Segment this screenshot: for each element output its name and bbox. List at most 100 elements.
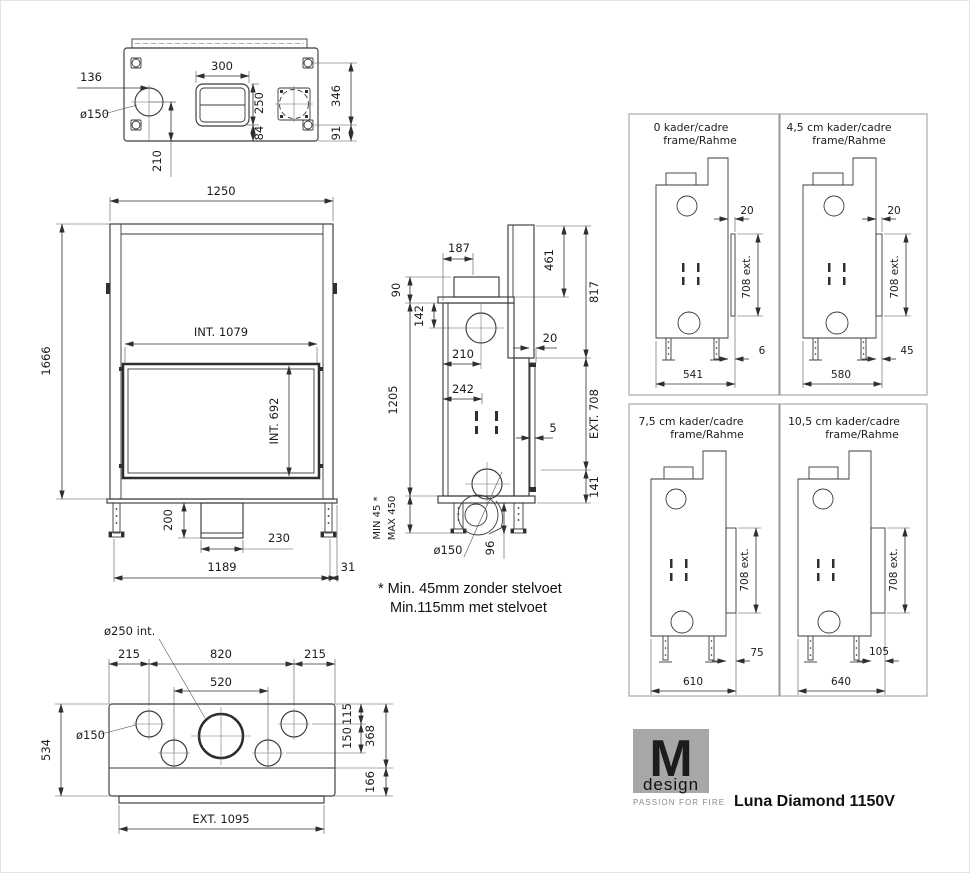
dim-label: 150 xyxy=(340,727,354,749)
dim-label: 1250 xyxy=(206,184,235,198)
frame-options-grid: 0 kader/cadre frame/Rahme 20 708 ext. 6 xyxy=(628,113,928,697)
fan-scroll xyxy=(457,494,504,536)
frame-option-0: 0 kader/cadre frame/Rahme 20 708 ext. 6 xyxy=(654,121,766,388)
dim-label: 187 xyxy=(448,241,470,255)
dim-label: ø150 xyxy=(434,543,463,557)
brand-footer: M design PASSION FOR FIRE Luna Diamond 1… xyxy=(633,729,895,810)
dim-label: 20 xyxy=(543,331,558,345)
dim-label: 84 xyxy=(252,126,266,141)
panel-title: frame/Rahme xyxy=(663,134,737,147)
frame-strip xyxy=(725,527,737,614)
logo-letter: M xyxy=(649,730,692,788)
note-line-1: * Min. 45mm zonder stelvoet xyxy=(378,581,562,597)
flue-hole-top xyxy=(131,85,176,141)
stelvoet-note: * Min. 45mm zonder stelvoet Min.115mm me… xyxy=(378,581,562,616)
bottom-duct xyxy=(200,502,244,539)
dim-label: 610 xyxy=(683,676,703,688)
dim-label: 817 xyxy=(587,281,601,303)
dim-label: 820 xyxy=(210,647,232,661)
glass-strip xyxy=(529,362,536,492)
dim-label: 461 xyxy=(542,249,556,271)
dim-label: 708 ext. xyxy=(889,255,901,298)
side-view: 187 90 142 210 242 1205 MIN 45 * MAX 450… xyxy=(372,224,601,559)
dim-label: MIN 45 * xyxy=(372,496,383,539)
dim-label: 1189 xyxy=(207,560,236,574)
center-flue-hole xyxy=(191,707,251,765)
dim-label: MAX 450 xyxy=(387,496,398,541)
dim-label: 541 xyxy=(683,369,703,381)
dim-label: 5 xyxy=(549,421,556,435)
front-view: 1250 1666 INT. 1079 INT. 692 200 230 118… xyxy=(39,184,355,582)
dim-label: 368 xyxy=(363,725,377,747)
flue-circle-upper xyxy=(459,304,504,369)
dim-label: 708 ext. xyxy=(739,548,751,591)
dim-label: 96 xyxy=(483,541,497,556)
dim-label: 75 xyxy=(750,647,763,659)
dim-label: EXT. 708 xyxy=(587,389,601,439)
frame-strip xyxy=(730,233,736,317)
bottom-view: ø250 int. 215 820 215 520 ø150 534 115 1… xyxy=(39,624,393,834)
dim-label: 91 xyxy=(329,126,343,141)
dim-label: 141 xyxy=(587,476,601,498)
dim-label: 230 xyxy=(268,531,290,545)
dim-label: 215 xyxy=(304,647,326,661)
flue-circle-lower xyxy=(465,462,510,506)
dim-label: 1205 xyxy=(386,385,400,414)
frame-strip xyxy=(870,527,886,614)
dim-label: 20 xyxy=(740,205,753,217)
dim-label: ø150 xyxy=(76,728,105,742)
dim-label: 346 xyxy=(329,85,343,107)
panel-title: 10,5 cm kader/cadre xyxy=(788,415,900,428)
dim-label: INT. 1079 xyxy=(194,325,248,339)
panel-title: frame/Rahme xyxy=(812,134,886,147)
dim-label: 210 xyxy=(452,347,474,361)
convection-duct-top xyxy=(195,83,250,127)
logo-word: design xyxy=(643,775,699,794)
dim-label: 6 xyxy=(759,345,766,357)
dim-label: 136 xyxy=(80,70,102,84)
dim-label: 708 ext. xyxy=(741,255,753,298)
dim-label: 1666 xyxy=(39,346,53,375)
dim-label: 45 xyxy=(900,345,913,357)
dim-label: 142 xyxy=(412,305,426,327)
dim-label: 31 xyxy=(341,560,356,574)
dim-label: EXT. 1095 xyxy=(192,812,249,826)
dim-label: ø150 xyxy=(80,107,109,121)
dim-label: 90 xyxy=(389,283,403,298)
frame-option-45: 4,5 cm kader/cadre frame/Rahme 20 708 ex… xyxy=(787,121,914,388)
dim-label: 115 xyxy=(340,703,354,725)
top-duct-side xyxy=(453,276,500,298)
dim-label: 250 xyxy=(252,92,266,114)
dim-label: 300 xyxy=(211,59,233,73)
adjustable-leg xyxy=(108,502,337,538)
top-view: 136 ø150 300 250 84 346 91 210 xyxy=(77,38,357,177)
flange-dashed-circle xyxy=(275,86,313,122)
dim-label: INT. 692 xyxy=(267,398,281,445)
frame-option-105: 10,5 cm kader/cadre frame/Rahme 708 ext.… xyxy=(788,415,910,695)
dim-label: ø250 int. xyxy=(104,624,155,638)
dim-label: 210 xyxy=(150,150,164,172)
logo-tagline: PASSION FOR FIRE xyxy=(633,798,725,807)
adjustable-leg xyxy=(450,502,527,534)
glass-window xyxy=(119,362,323,480)
frame-strip xyxy=(875,233,883,317)
dim-label: 708 ext. xyxy=(888,548,900,591)
frame-option-75: 7,5 cm kader/cadre frame/Rahme 708 ext. … xyxy=(639,415,764,695)
product-name: Luna Diamond 1150V xyxy=(734,793,895,810)
panel-title: 0 kader/cadre xyxy=(654,121,729,134)
dim-label: 20 xyxy=(887,205,900,217)
note-line-2: Min.115mm met stelvoet xyxy=(390,600,547,616)
panel-title: frame/Rahme xyxy=(670,428,744,441)
mdesign-logo: M design xyxy=(633,729,709,794)
panel-title: 4,5 cm kader/cadre xyxy=(787,121,892,134)
dim-label: 640 xyxy=(831,676,851,688)
small-holes xyxy=(133,708,310,769)
dim-label: 520 xyxy=(210,675,232,689)
dim-label: 580 xyxy=(831,369,851,381)
dim-label: 534 xyxy=(39,739,53,761)
dim-label: 105 xyxy=(869,646,889,658)
dim-label: 215 xyxy=(118,647,140,661)
dim-label: 166 xyxy=(363,771,377,793)
